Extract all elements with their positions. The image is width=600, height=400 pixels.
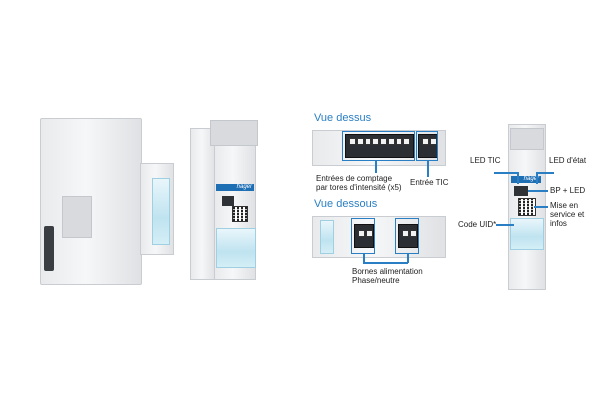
device-side-cover bbox=[152, 178, 170, 245]
top-view-title: Vue dessus bbox=[314, 112, 372, 124]
led-state-label: LED d'état bbox=[549, 156, 587, 165]
led-tic-leader-h bbox=[494, 172, 518, 174]
led-state-leader-h bbox=[536, 172, 554, 174]
front-view-screen bbox=[514, 186, 528, 196]
uid-code-leader bbox=[496, 224, 514, 226]
front-view-cover bbox=[510, 218, 544, 250]
front-view-top bbox=[510, 128, 544, 150]
tic-input-callout bbox=[416, 131, 438, 161]
counting-input-terminals bbox=[345, 134, 414, 158]
commissioning-label: Mise en service et infos bbox=[550, 201, 585, 228]
bp-led-label: BP + LED bbox=[550, 186, 586, 195]
commissioning-leader bbox=[534, 206, 548, 208]
uid-code-label: Code UID* bbox=[458, 220, 497, 229]
counting-inputs-callout bbox=[342, 131, 415, 161]
bottom-view-title: Vue dessous bbox=[314, 198, 378, 210]
device-brand-label: hager bbox=[216, 184, 254, 191]
device-perspective-top bbox=[210, 120, 258, 146]
bottom-view-device bbox=[312, 216, 446, 258]
power-terminals-leader-right bbox=[407, 254, 409, 263]
power-terminals-leader-left bbox=[363, 254, 365, 263]
tic-input-terminal bbox=[418, 134, 438, 158]
led-state-leader bbox=[536, 172, 538, 184]
front-view-qr bbox=[518, 198, 536, 216]
bp-led-leader bbox=[528, 190, 548, 192]
device-perspective-qr bbox=[232, 206, 248, 222]
led-tic-label: LED TIC bbox=[470, 156, 501, 165]
front-brand-label: hager bbox=[511, 176, 541, 183]
device-perspective-left bbox=[190, 128, 216, 280]
counting-inputs-leader bbox=[375, 161, 377, 173]
device-perspective-view: hager bbox=[190, 120, 270, 282]
neutral-terminal-callout bbox=[395, 218, 419, 254]
device-perspective-screen bbox=[222, 196, 234, 206]
bottom-view-cover bbox=[320, 220, 334, 254]
power-terminals-label: Bornes alimentation Phase/neutre bbox=[352, 267, 423, 285]
tic-input-label: Entrée TIC bbox=[410, 178, 449, 187]
counting-inputs-label: Entrées de comptage par tores d'intensit… bbox=[316, 174, 402, 192]
device-perspective-cover bbox=[216, 228, 256, 268]
device-side-view bbox=[40, 118, 174, 285]
din-clip bbox=[44, 226, 54, 271]
neutral-terminal bbox=[398, 224, 418, 248]
device-side-recess bbox=[62, 196, 92, 238]
phase-terminal-callout bbox=[351, 218, 375, 254]
led-tic-leader bbox=[517, 172, 519, 184]
phase-terminal bbox=[354, 224, 374, 248]
power-terminals-leader-h bbox=[363, 262, 408, 264]
tic-input-leader bbox=[427, 161, 429, 177]
